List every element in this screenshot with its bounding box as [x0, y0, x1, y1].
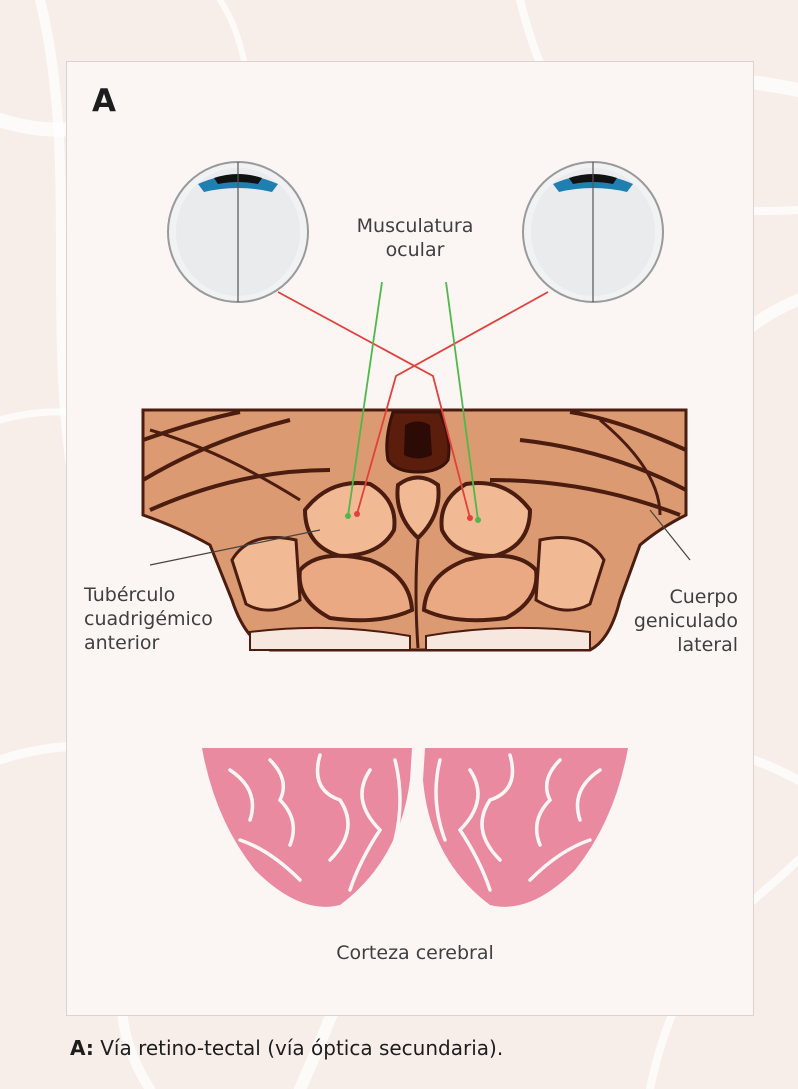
- cuerpo-label-line2: geniculado: [596, 609, 738, 633]
- left-eye-icon: [168, 162, 308, 302]
- right-colliculus-green-dot: [475, 517, 481, 523]
- cuerpo-label: Cuerpo geniculado lateral: [596, 585, 738, 657]
- left-colliculus-green-dot: [345, 513, 351, 519]
- cuerpo-label-line3: lateral: [596, 633, 738, 657]
- cuerpo-label-line1: Cuerpo: [596, 585, 738, 609]
- muscle-label-line1: Musculatura: [330, 214, 500, 238]
- right-eye-icon: [523, 162, 663, 302]
- right-colliculus-red-dot: [467, 515, 473, 521]
- left-colliculus-red-dot: [354, 511, 360, 517]
- cerebral-cortex: [202, 748, 628, 907]
- tuberculo-label-line3: anterior: [84, 631, 254, 655]
- figure-caption: A: Vía retino-tectal (vía óptica secunda…: [70, 1036, 503, 1060]
- muscle-label-line2: ocular: [330, 238, 500, 262]
- muscle-label: Musculatura ocular: [330, 214, 500, 262]
- tuberculo-label-line1: Tubérculo: [84, 583, 254, 607]
- caption-text: Vía retino-tectal (vía óptica secundaria…: [94, 1036, 503, 1060]
- caption-prefix: A:: [70, 1036, 94, 1060]
- tuberculo-label: Tubérculo cuadrigémico anterior: [84, 583, 254, 655]
- corteza-label: Corteza cerebral: [300, 941, 530, 965]
- tuberculo-label-line2: cuadrigémico: [84, 607, 254, 631]
